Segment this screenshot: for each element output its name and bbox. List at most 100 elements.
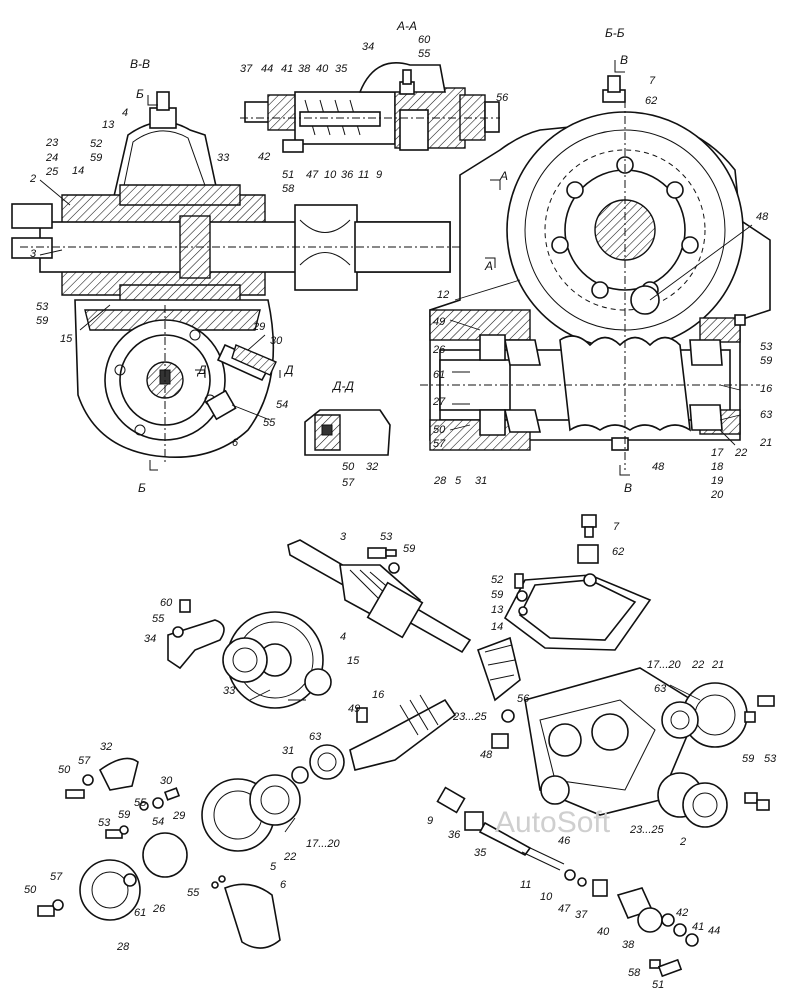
part-label: 58 (282, 183, 295, 195)
part-label: 28 (433, 475, 447, 487)
part-label: 29 (252, 321, 265, 333)
part-label: 57 (342, 477, 355, 489)
part-label: 14 (491, 621, 503, 633)
part-label: 54 (152, 816, 164, 828)
part-label: 33 (217, 152, 230, 164)
part-label: 57 (433, 438, 446, 450)
part-label: 10 (324, 169, 337, 181)
part-label: 29 (172, 810, 185, 822)
part-label: 22 (691, 659, 704, 671)
part-label: 23 (45, 137, 59, 149)
part-label: 5 (270, 861, 277, 873)
part-label: 26 (152, 903, 166, 915)
marker-a-bottom: А (484, 259, 493, 273)
part-label: 3 (30, 248, 37, 260)
part-label: 9 (427, 815, 433, 827)
part-label: 62 (645, 95, 657, 107)
part-label: 59 (760, 355, 772, 367)
part-label: 3 (340, 531, 347, 543)
part-label: 11 (520, 879, 531, 891)
part-label: 40 (597, 926, 610, 938)
part-label: 28 (116, 941, 130, 953)
part-label: 50 (433, 424, 446, 436)
part-label: 16 (760, 383, 773, 395)
part-label: 46 (558, 835, 571, 847)
marker-d-left: Д (196, 363, 207, 377)
part-label: 57 (78, 755, 91, 767)
part-label: 55 (152, 613, 165, 625)
part-label: 32 (100, 741, 112, 753)
part-label: 63 (654, 683, 667, 695)
part-label: 50 (342, 461, 355, 473)
part-label: 55 (134, 797, 147, 809)
part-label: 9 (376, 169, 382, 181)
part-label: 11 (358, 169, 369, 181)
part-label: 51 (282, 169, 294, 181)
part-label: 26 (432, 344, 446, 356)
part-label: 53 (98, 817, 111, 829)
part-label: 17...20 (306, 838, 341, 850)
part-label: 47 (306, 169, 319, 181)
part-label: 23...25 (629, 824, 665, 836)
part-label: 52 (491, 574, 503, 586)
part-label: 41 (281, 63, 293, 75)
part-label: 44 (261, 63, 273, 75)
part-label: 12 (437, 289, 449, 301)
part-label: 47 (558, 903, 571, 915)
part-label: 30 (270, 335, 283, 347)
part-label: 53 (764, 753, 777, 765)
marker-d-right: Д (283, 363, 294, 377)
part-label: 41 (692, 921, 704, 933)
marker-a-top: А (499, 169, 508, 183)
part-label: 6 (280, 879, 287, 891)
part-label: 7 (649, 75, 656, 87)
part-label: 59 (403, 543, 415, 555)
part-label: 48 (652, 461, 665, 473)
part-label: 13 (491, 604, 504, 616)
part-label: 58 (628, 967, 641, 979)
leader-lines (39, 179, 753, 833)
part-label: 18 (711, 461, 724, 473)
part-label: 56 (517, 693, 530, 705)
part-label: 2 (679, 836, 686, 848)
part-label: 59 (118, 809, 130, 821)
part-label: 38 (298, 63, 311, 75)
part-label: 48 (756, 211, 769, 223)
part-label: 49 (433, 316, 445, 328)
part-label: 34 (362, 41, 374, 53)
part-label: 24 (45, 152, 58, 164)
part-label: 38 (622, 939, 635, 951)
part-label: 59 (491, 589, 503, 601)
part-label: 4 (122, 107, 128, 119)
part-label: 57 (50, 871, 63, 883)
part-label: 40 (316, 63, 329, 75)
part-label: 37 (240, 63, 253, 75)
part-label: 25 (45, 166, 59, 178)
part-label: 59 (90, 152, 102, 164)
part-label: 59 (36, 315, 48, 327)
part-label: 21 (759, 437, 772, 449)
watermark: AutoSoft (495, 806, 611, 839)
part-label: 16 (372, 689, 385, 701)
part-label: 19 (711, 475, 723, 487)
part-label: 56 (496, 92, 509, 104)
part-label: 55 (187, 887, 200, 899)
part-label: 63 (760, 409, 773, 421)
part-label: 60 (418, 34, 431, 46)
section-bb-view (420, 60, 771, 476)
marker-v-top: В (620, 53, 628, 67)
section-dd-view (304, 409, 391, 456)
marker-b-bottom: Б (138, 481, 146, 495)
section-title-aa: А-А (396, 19, 417, 33)
part-label: 61 (433, 369, 445, 381)
part-label: 22 (734, 447, 747, 459)
part-label: 55 (418, 48, 431, 60)
part-label: 10 (540, 891, 553, 903)
section-title-bb: Б-Б (605, 26, 625, 40)
part-label: 48 (480, 749, 493, 761)
marker-b-top: Б (136, 87, 144, 101)
part-label: 60 (160, 597, 173, 609)
part-label: 15 (347, 655, 360, 667)
part-label: 5 (455, 475, 462, 487)
